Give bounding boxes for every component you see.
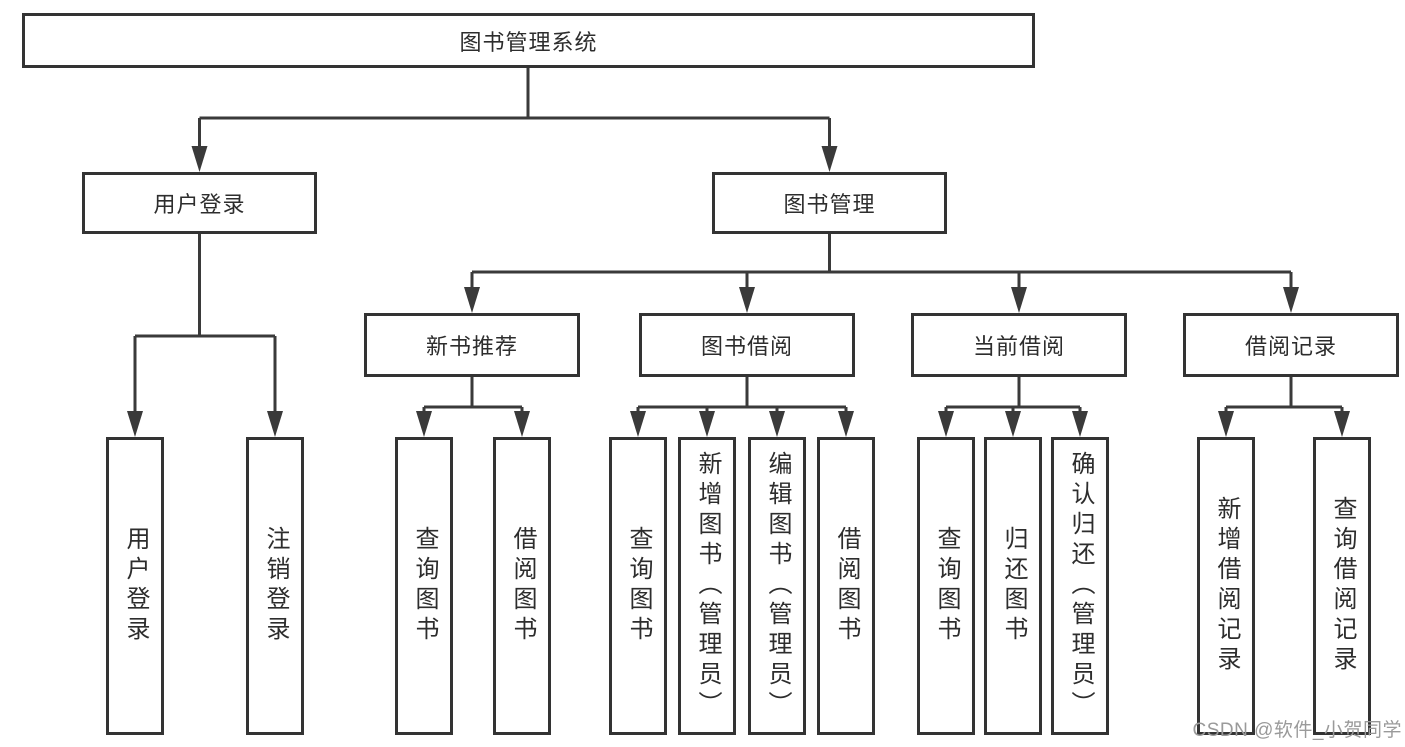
node-label: 借阅图书 bbox=[833, 526, 860, 646]
node-rec-borrow-books: 借阅图书 bbox=[493, 437, 551, 735]
arrow-down-icon bbox=[769, 411, 785, 437]
node-book-borrowing: 图书借阅 bbox=[639, 313, 855, 377]
arrow-down-icon bbox=[1011, 287, 1027, 313]
node-label: 查询图书 bbox=[625, 526, 652, 646]
node-borrowing-records: 借阅记录 bbox=[1183, 313, 1399, 377]
node-bb-edit-books-admin: 编辑图书（管理员） bbox=[748, 437, 806, 735]
node-book-management: 图书管理 bbox=[712, 172, 947, 234]
connector-bookborrow-to-leaves bbox=[636, 377, 848, 415]
node-label: 编辑图书（管理员） bbox=[764, 451, 791, 721]
arrow-down-icon bbox=[464, 287, 480, 313]
node-label: 查询借阅记录 bbox=[1329, 496, 1356, 676]
node-label: 图书管理 bbox=[783, 192, 876, 217]
node-label: 图书管理系统 bbox=[459, 29, 598, 55]
node-label: 图书借阅 bbox=[700, 334, 793, 359]
node-br-add-record: 新增借阅记录 bbox=[1197, 437, 1255, 735]
connector-bookmgmt-to-level3 bbox=[470, 234, 1293, 291]
node-bb-add-books-admin: 新增图书（管理员） bbox=[678, 437, 736, 735]
node-label: 注销登录 bbox=[262, 526, 289, 646]
arrow-down-icon bbox=[739, 287, 755, 313]
node-label: 归还图书 bbox=[1000, 526, 1027, 646]
node-bb-query-books: 查询图书 bbox=[609, 437, 667, 735]
arrow-down-icon bbox=[267, 411, 283, 437]
arrow-down-icon bbox=[514, 411, 530, 437]
arrow-down-icon bbox=[821, 146, 838, 172]
node-leaf-logout: 注销登录 bbox=[246, 437, 304, 735]
node-leaf-user-login: 用户登录 bbox=[106, 437, 164, 735]
node-label: 查询图书 bbox=[933, 526, 960, 646]
node-library-management-system: 图书管理系统 bbox=[22, 13, 1035, 68]
node-label: 当前借阅 bbox=[972, 334, 1065, 359]
arrow-down-icon bbox=[1218, 411, 1234, 437]
node-label: 确认归还（管理员） bbox=[1067, 451, 1094, 721]
connector-userlogin-to-leaves bbox=[133, 234, 277, 415]
node-br-query-record: 查询借阅记录 bbox=[1313, 437, 1371, 735]
node-bb-borrow-books: 借阅图书 bbox=[817, 437, 875, 735]
node-cb-return-books: 归还图书 bbox=[984, 437, 1042, 735]
connector-root-to-level2 bbox=[198, 68, 831, 150]
node-cb-query-books: 查询图书 bbox=[917, 437, 975, 735]
watermark-text: CSDN @软件_小贺同学 bbox=[1192, 720, 1402, 741]
arrow-down-icon bbox=[1334, 411, 1350, 437]
arrow-down-icon bbox=[838, 411, 854, 437]
node-label: 借阅图书 bbox=[509, 526, 536, 646]
arrow-down-icon bbox=[191, 146, 208, 172]
node-label: 用户登录 bbox=[153, 192, 246, 217]
node-new-book-recommendation: 新书推荐 bbox=[364, 313, 580, 377]
connector-newbook-to-leaves bbox=[422, 377, 524, 415]
node-current-borrowing: 当前借阅 bbox=[911, 313, 1127, 377]
node-label: 用户登录 bbox=[122, 526, 149, 646]
node-label: 新增图书（管理员） bbox=[694, 451, 721, 721]
connector-records-to-leaves bbox=[1224, 377, 1344, 415]
node-label: 借阅记录 bbox=[1244, 334, 1337, 359]
node-label: 新书推荐 bbox=[425, 334, 518, 359]
arrow-down-icon bbox=[416, 411, 432, 437]
arrow-down-icon bbox=[699, 411, 715, 437]
connector bbox=[133, 68, 1344, 415]
arrow-down-icon bbox=[127, 411, 143, 437]
arrow-down-icon bbox=[630, 411, 646, 437]
node-label: 新增借阅记录 bbox=[1213, 496, 1240, 676]
connector-currentborrow-to-leaves bbox=[944, 377, 1082, 415]
node-cb-confirm-return-admin: 确认归还（管理员） bbox=[1051, 437, 1109, 735]
node-user-login: 用户登录 bbox=[82, 172, 317, 234]
arrow-down-icon bbox=[938, 411, 954, 437]
arrow-down-icon bbox=[1283, 287, 1299, 313]
node-rec-query-books: 查询图书 bbox=[395, 437, 453, 735]
node-label: 查询图书 bbox=[411, 526, 438, 646]
arrowheads bbox=[127, 146, 1350, 437]
arrow-down-icon bbox=[1005, 411, 1021, 437]
arrow-down-icon bbox=[1072, 411, 1088, 437]
